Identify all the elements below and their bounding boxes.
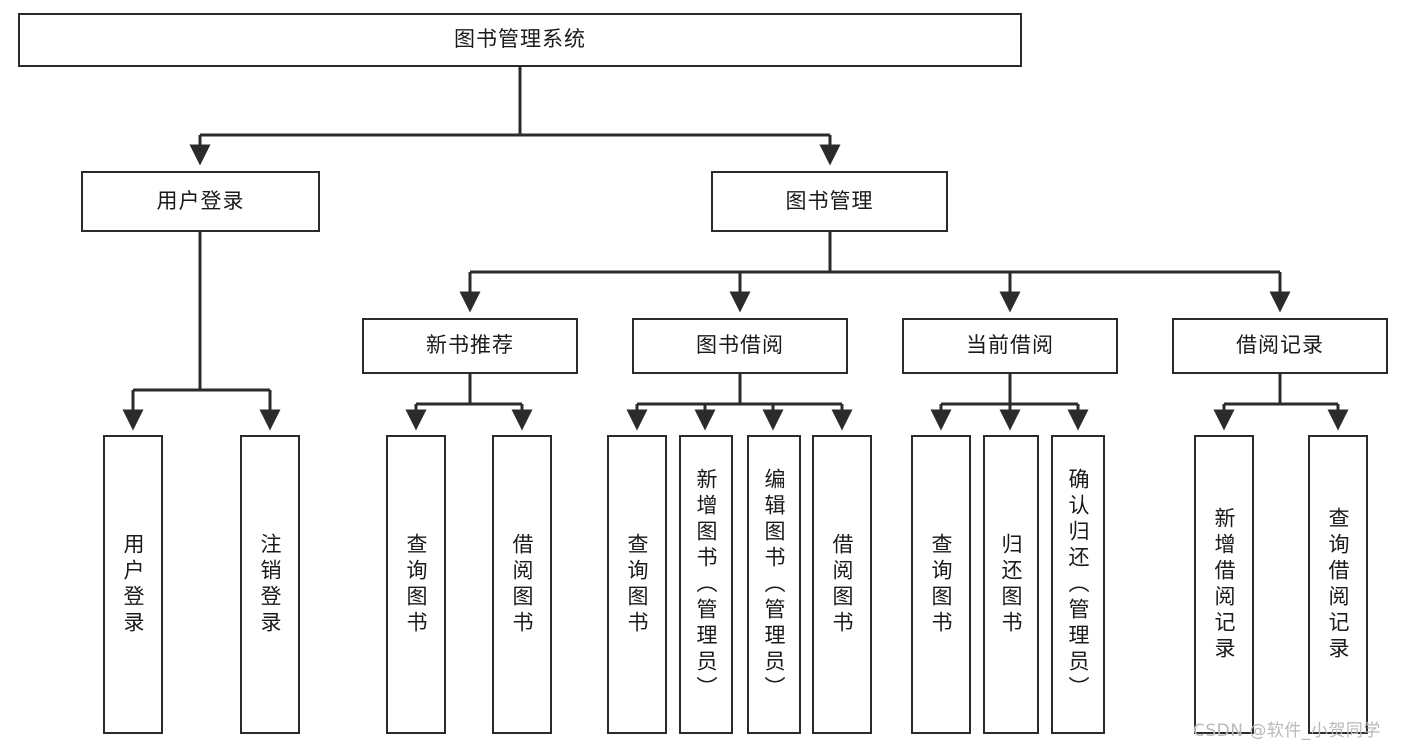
node-leaf-return-book[interactable]: 归还图书 xyxy=(983,435,1039,734)
node-leaf-query-book-2[interactable]: 查询图书 xyxy=(607,435,667,734)
node-leaf-add-book[interactable]: 新增图书（管理员） xyxy=(679,435,733,734)
node-book-manage-label: 图书管理 xyxy=(785,188,874,213)
node-leaf-query-book-1-label: 查询图书 xyxy=(404,532,429,637)
node-leaf-add-book-label: 新增图书（管理员） xyxy=(694,467,719,702)
node-current-borrow[interactable]: 当前借阅 xyxy=(902,318,1118,374)
node-book-borrow[interactable]: 图书借阅 xyxy=(632,318,848,374)
node-leaf-user-login[interactable]: 用户登录 xyxy=(103,435,163,734)
node-leaf-user-login-label: 用户登录 xyxy=(121,532,146,637)
node-leaf-query-record-label: 查询借阅记录 xyxy=(1326,506,1351,663)
node-root[interactable]: 图书管理系统 xyxy=(18,13,1022,67)
node-new-book-rec-label: 新书推荐 xyxy=(426,333,514,358)
watermark: CSDN @软件_小贺同学 xyxy=(1193,721,1381,741)
node-leaf-confirm-return-label: 确认归还（管理员） xyxy=(1066,467,1091,702)
node-leaf-add-record-label: 新增借阅记录 xyxy=(1212,506,1237,663)
node-leaf-query-record[interactable]: 查询借阅记录 xyxy=(1308,435,1368,734)
node-leaf-query-book-3[interactable]: 查询图书 xyxy=(911,435,971,734)
node-leaf-add-record[interactable]: 新增借阅记录 xyxy=(1194,435,1254,734)
node-leaf-logout[interactable]: 注销登录 xyxy=(240,435,300,734)
node-user-login-label: 用户登录 xyxy=(156,188,245,213)
node-root-label: 图书管理系统 xyxy=(454,27,586,52)
node-leaf-borrow-book-2-label: 借阅图书 xyxy=(830,532,855,637)
node-leaf-query-book-3-label: 查询图书 xyxy=(929,532,954,637)
node-leaf-edit-book-label: 编辑图书（管理员） xyxy=(762,467,787,702)
node-leaf-return-book-label: 归还图书 xyxy=(999,532,1024,637)
node-leaf-confirm-return[interactable]: 确认归还（管理员） xyxy=(1051,435,1105,734)
node-leaf-query-book-1[interactable]: 查询图书 xyxy=(386,435,446,734)
node-user-login[interactable]: 用户登录 xyxy=(81,171,320,232)
node-leaf-logout-label: 注销登录 xyxy=(258,532,283,637)
node-borrow-record-label: 借阅记录 xyxy=(1236,333,1324,358)
node-current-borrow-label: 当前借阅 xyxy=(966,333,1054,358)
node-leaf-query-book-2-label: 查询图书 xyxy=(625,532,650,637)
node-book-borrow-label: 图书借阅 xyxy=(696,333,784,358)
node-book-manage[interactable]: 图书管理 xyxy=(711,171,948,232)
node-borrow-record[interactable]: 借阅记录 xyxy=(1172,318,1388,374)
node-leaf-edit-book[interactable]: 编辑图书（管理员） xyxy=(747,435,801,734)
node-leaf-borrow-book-1-label: 借阅图书 xyxy=(510,532,535,637)
node-leaf-borrow-book-2[interactable]: 借阅图书 xyxy=(812,435,872,734)
node-new-book-rec[interactable]: 新书推荐 xyxy=(362,318,578,374)
node-leaf-borrow-book-1[interactable]: 借阅图书 xyxy=(492,435,552,734)
